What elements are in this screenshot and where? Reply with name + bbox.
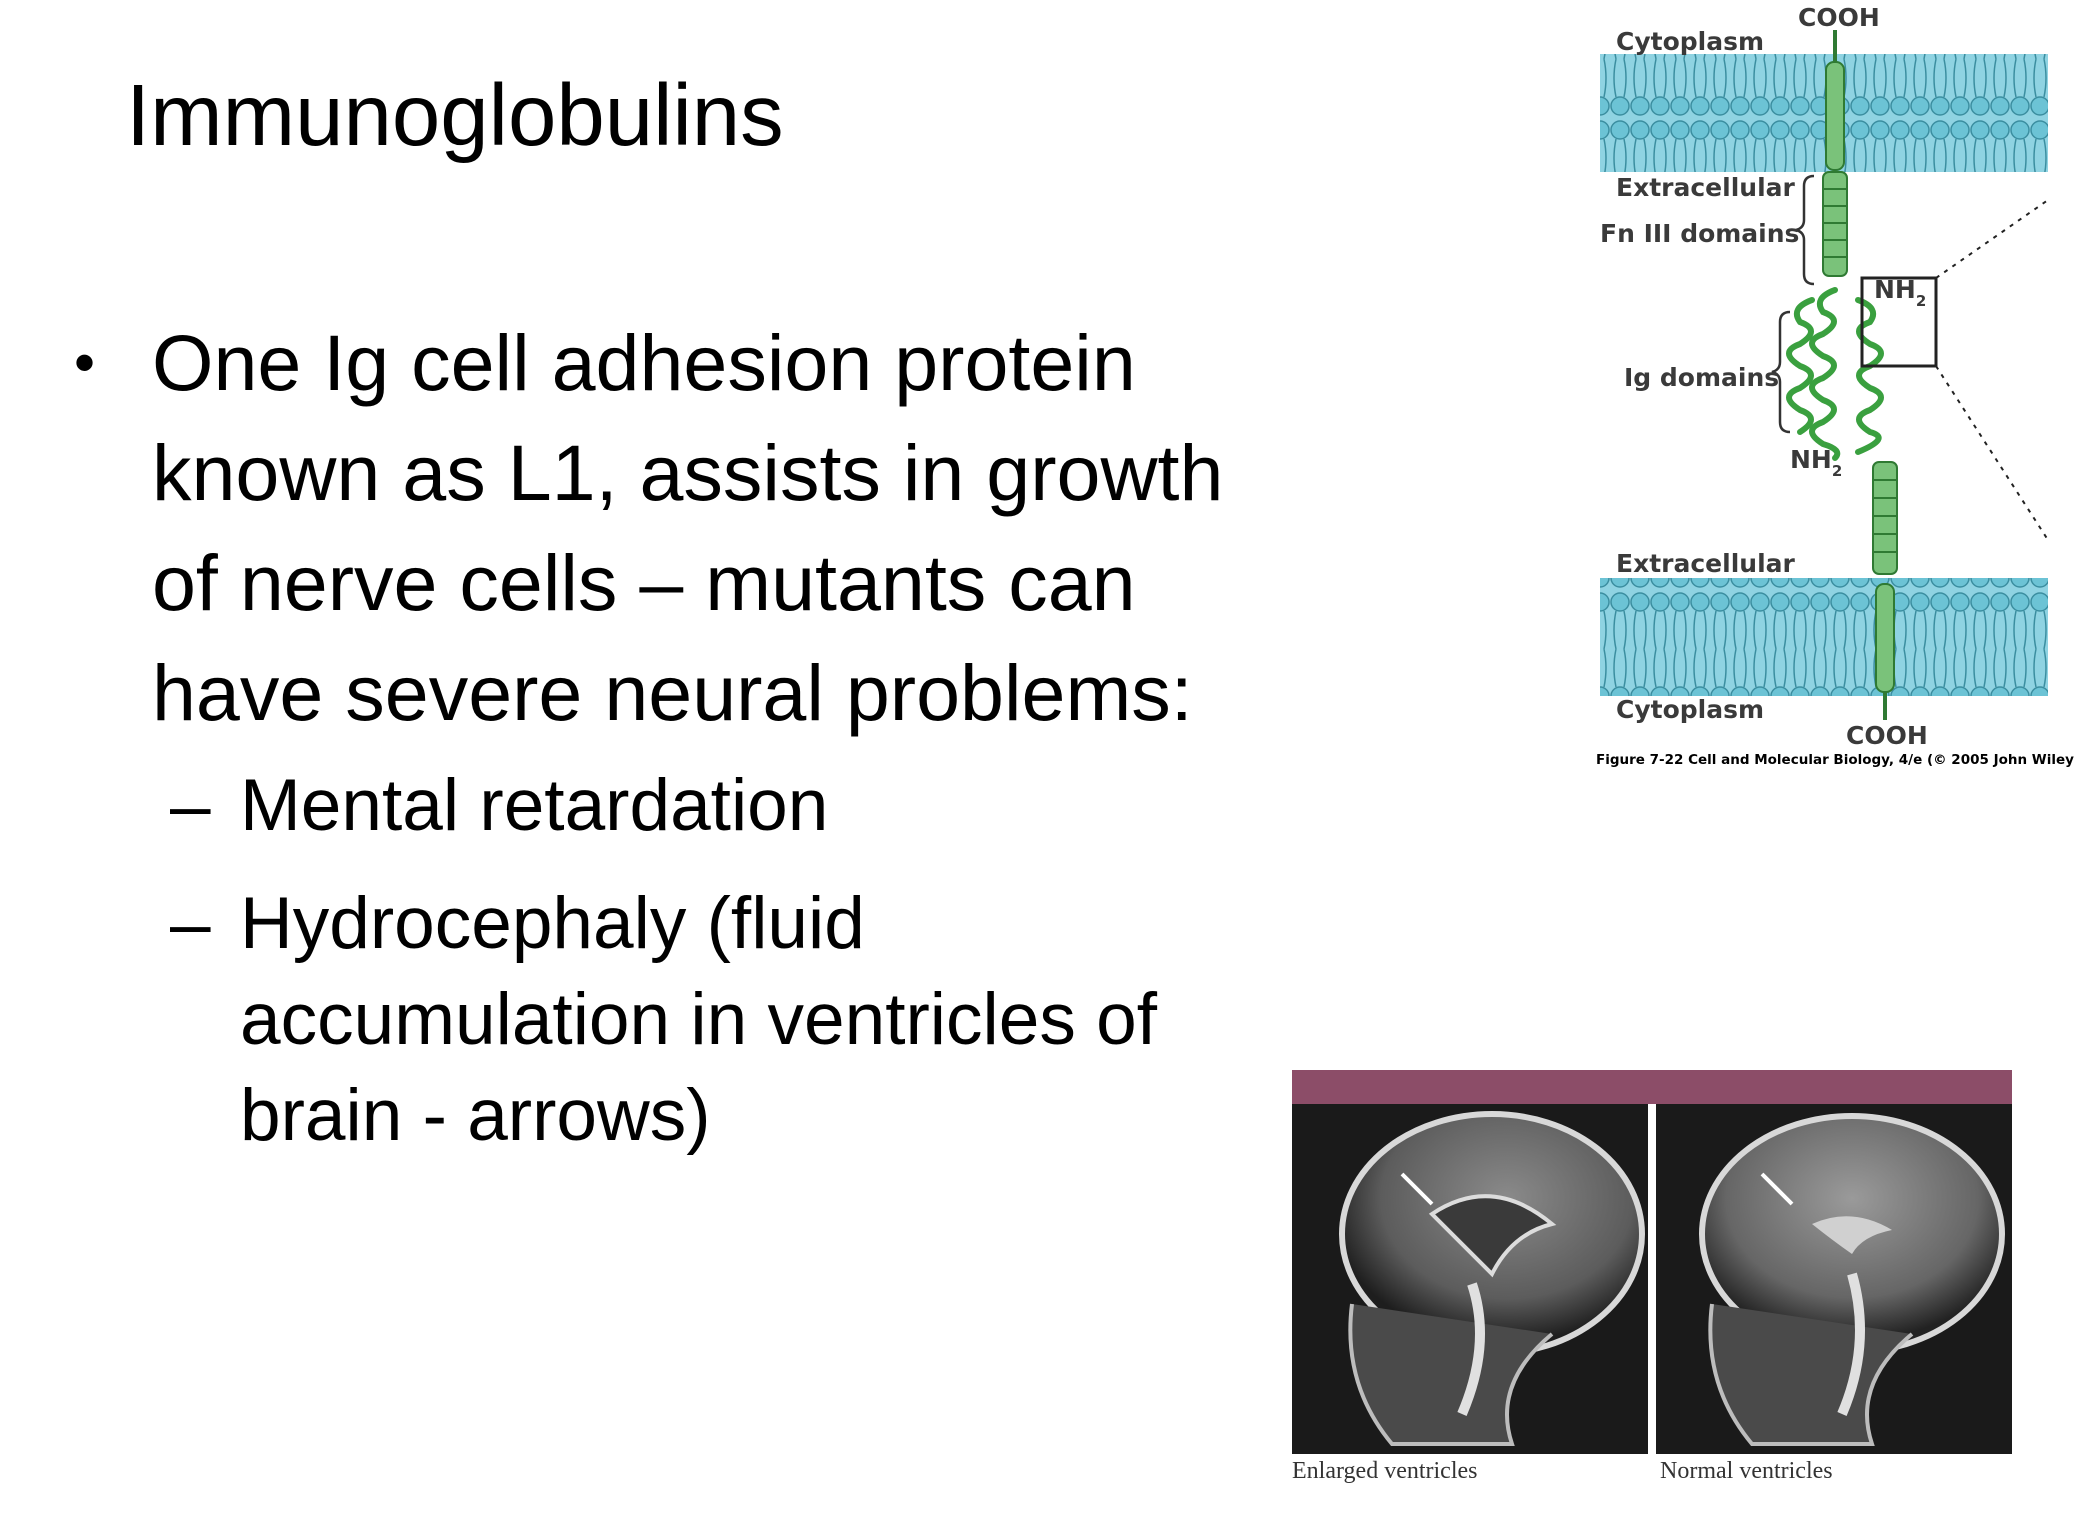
bullet-marker: •	[74, 329, 96, 396]
caption-normal-ventricles: Normal ventricles	[1660, 1458, 1833, 1484]
label-cytoplasm-top: Cytoplasm	[1616, 27, 1764, 56]
sub-bullet-marker: –	[170, 765, 211, 846]
nh2-callout-box	[1860, 276, 1938, 368]
caption-enlarged-ventricles: Enlarged ventricles	[1292, 1458, 1478, 1484]
slide-title: Immunoglobulins	[126, 67, 784, 164]
mri-enlarged-ventricles	[1292, 1104, 1648, 1454]
figure-caption: Figure 7-22 Cell and Molecular Biology, …	[1596, 752, 2074, 768]
label-nh2: NH2	[1790, 445, 1842, 480]
sub-bullet-text: Mental retardation	[240, 765, 829, 846]
sub-bullet-hydrocephaly: – Hydrocephaly (fluid accumulation in ve…	[74, 876, 1294, 1164]
sub-bullet-text: Hydrocephaly (fluid accumulation in vent…	[240, 883, 1157, 1156]
bottom-membrane	[1600, 578, 2048, 696]
label-cooh-top: COOH	[1798, 3, 1880, 32]
callout-line-top	[1935, 199, 2049, 279]
ig-brace	[1771, 310, 1791, 434]
l1-protein-diagram: COOH Cytoplasm Extracellular Fn III doma…	[1600, 3, 2049, 750]
bottom-protein-stalk	[1872, 461, 1898, 720]
fn3-brace	[1795, 174, 1815, 286]
bullet-list: • One Ig cell adhesion protein known as …	[74, 308, 1294, 1186]
top-membrane	[1600, 54, 2048, 172]
label-fn3-domains: Fn III domains	[1600, 219, 1799, 248]
ig-domains-loops	[1786, 287, 1884, 461]
label-cooh-bottom: COOH	[1846, 721, 1928, 750]
label-extracellular-top: Extracellular	[1616, 173, 1796, 202]
label-nh2-box: NH2	[1874, 275, 1926, 310]
sub-bullet-marker: –	[170, 883, 211, 964]
label-ig-domains: Ig domains	[1624, 363, 1779, 392]
callout-line-bottom	[1935, 365, 2049, 541]
sub-bullet-mental-retardation: – Mental retardation	[74, 758, 1294, 854]
mri-scan-images	[1292, 1104, 2012, 1454]
main-bullet: • One Ig cell adhesion protein known as …	[74, 308, 1294, 748]
mri-comparison-figure: Enlarged ventricles Normal ventricles	[1292, 1070, 2012, 1494]
mri-normal-ventricles	[1656, 1104, 2012, 1454]
main-bullet-text: One Ig cell adhesion protein known as L1…	[152, 318, 1224, 737]
sub-bullet-list: – Mental retardation – Hydrocephaly (flu…	[74, 758, 1294, 1164]
label-extracellular-bottom: Extracellular	[1616, 549, 1796, 578]
top-protein-stalk	[1822, 30, 1848, 277]
figure-header-band	[1292, 1070, 2012, 1104]
label-cytoplasm-bottom: Cytoplasm	[1616, 695, 1764, 724]
